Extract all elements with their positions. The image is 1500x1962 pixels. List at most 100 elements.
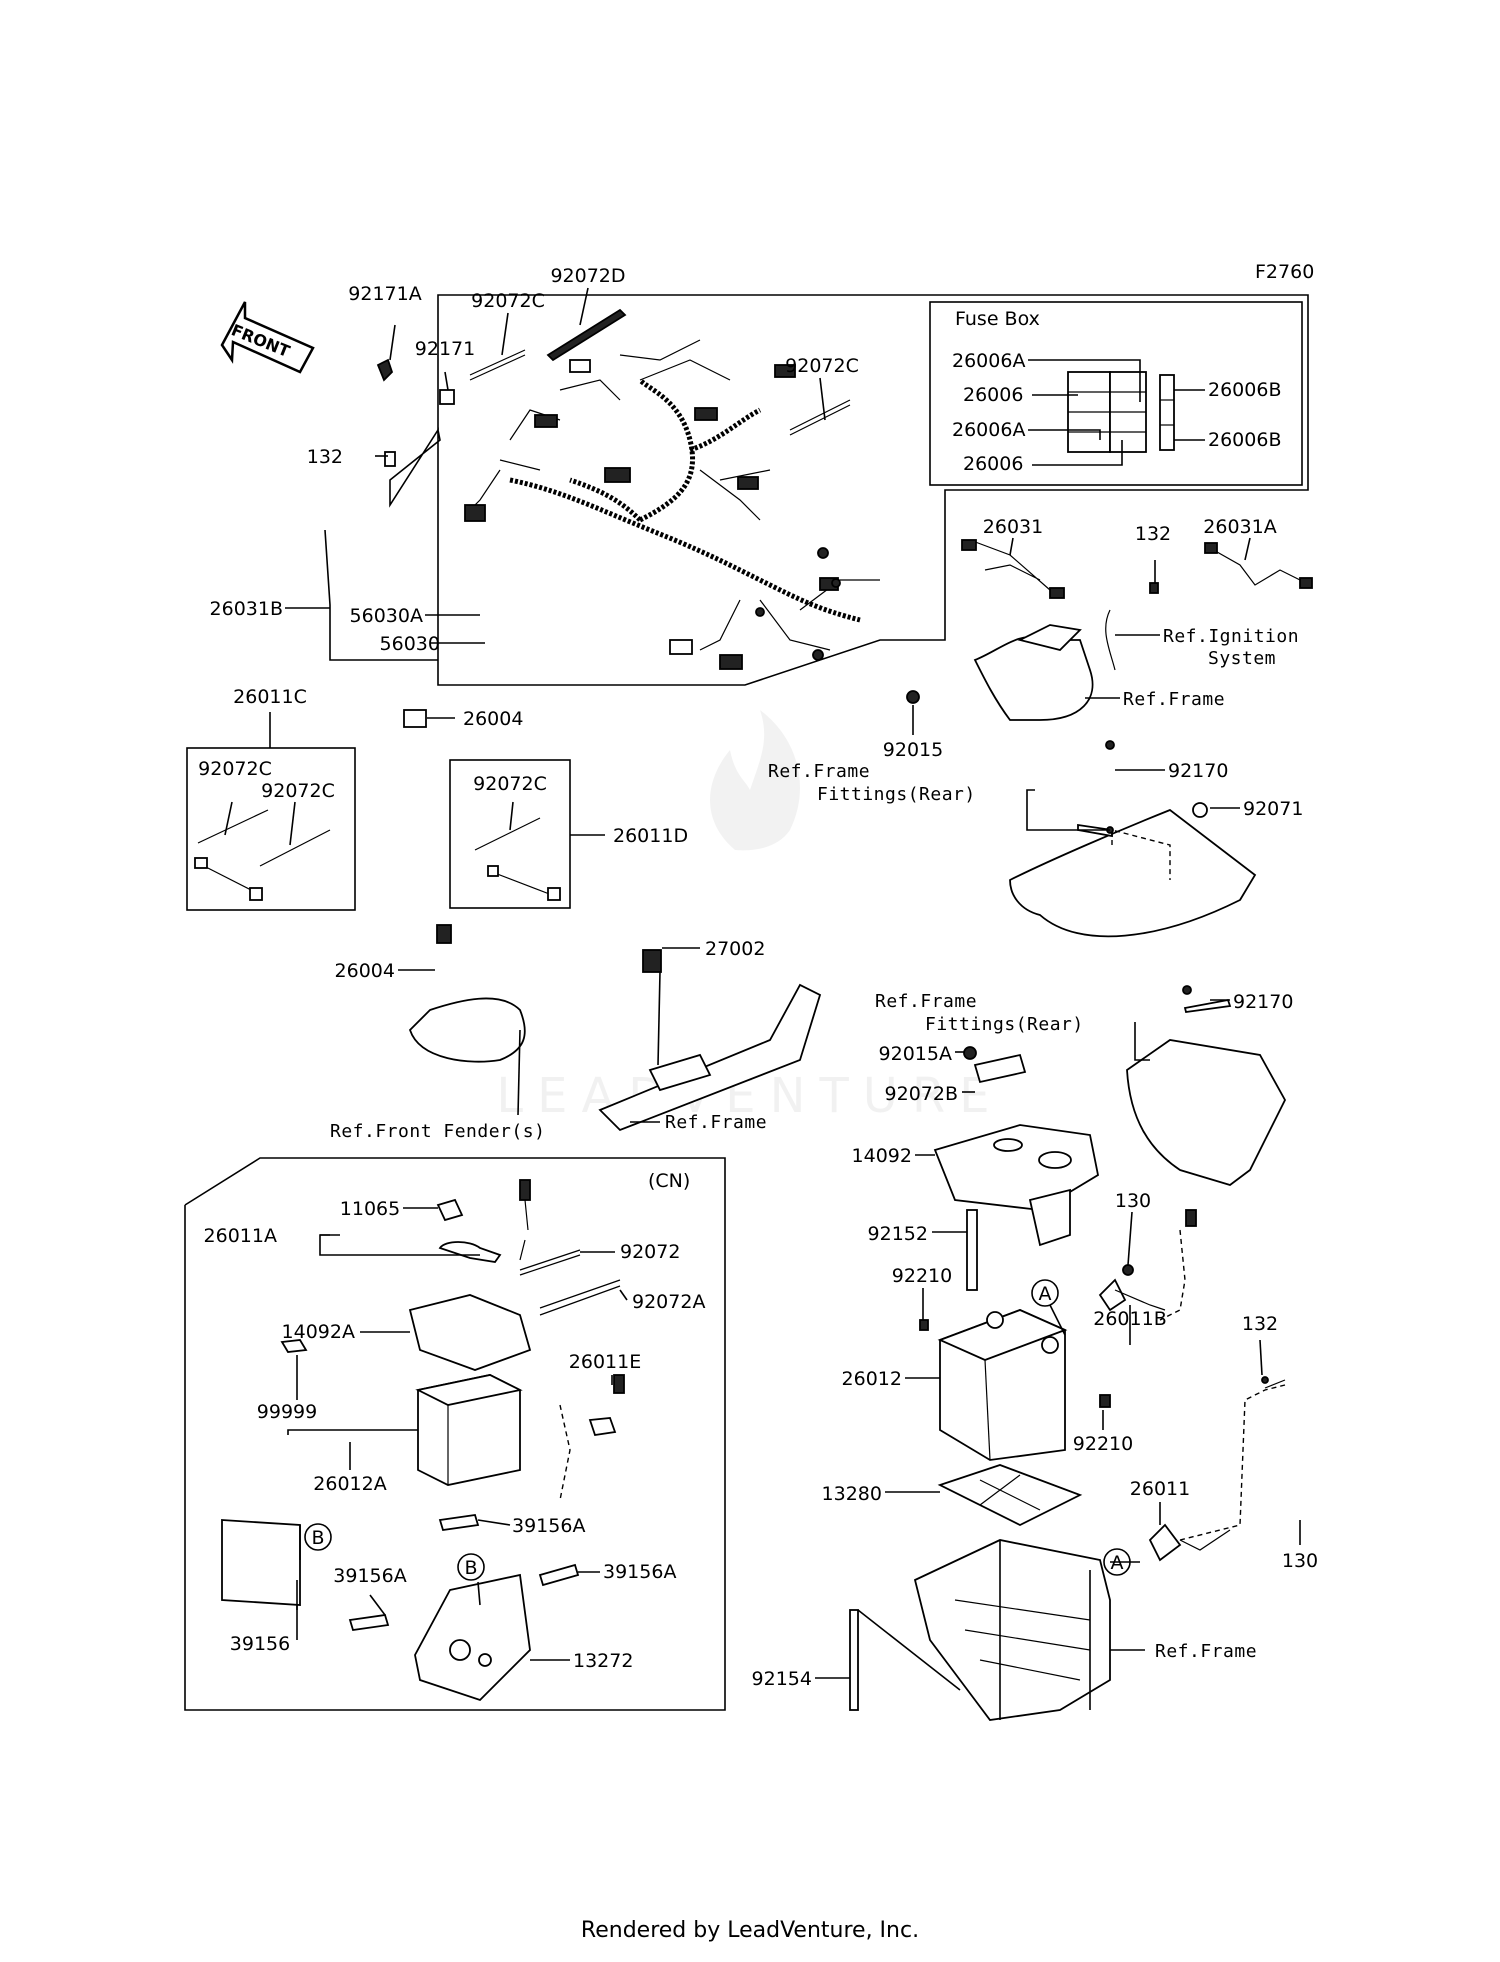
label-132-right: 132 xyxy=(1242,1313,1278,1335)
label-92072c-top: 92072C xyxy=(471,290,545,312)
main-wiring-harness xyxy=(464,339,880,670)
label-26012: 26012 xyxy=(842,1368,902,1390)
ref-ignition-line1: Ref.Ignition xyxy=(1163,626,1299,647)
label-92015: 92015 xyxy=(883,739,943,761)
label-11065: 11065 xyxy=(340,1198,400,1220)
label-92015a: 92015A xyxy=(879,1043,952,1065)
label-26011e: 26011E xyxy=(569,1351,641,1373)
callout-a-bottom-label: A xyxy=(1111,1552,1124,1574)
label-26004-top: 26004 xyxy=(463,708,523,730)
label-26004-mid: 26004 xyxy=(335,960,395,982)
battery-frame-bottom xyxy=(849,1539,1111,1721)
front-fender-part xyxy=(408,924,526,1063)
sub-harnesses-right xyxy=(961,539,1313,599)
callout-a-top-label: A xyxy=(1039,1283,1052,1305)
cn-kit-box: (CN) xyxy=(184,1157,726,1711)
label-92072b: 92072B xyxy=(885,1083,958,1105)
cable-26011 xyxy=(1148,1376,1286,1562)
fuse-label-26006-bottom: 26006 xyxy=(963,453,1023,475)
label-130-a: 130 xyxy=(1115,1190,1151,1212)
fuse-spare-column xyxy=(1159,374,1175,451)
label-92072c-b: 92072C xyxy=(261,780,335,802)
leader-lines xyxy=(224,287,1301,1691)
main-harness-outline xyxy=(389,294,1309,686)
label-132-mid: 132 xyxy=(1135,523,1171,545)
label-26011c: 26011C xyxy=(233,686,307,708)
cable-26011b xyxy=(1098,1209,1197,1321)
label-13272: 13272 xyxy=(573,1650,633,1672)
ref-frame-bottom: Ref.Frame xyxy=(1155,1641,1257,1662)
label-92072a: 92072A xyxy=(632,1291,705,1313)
label-56030: 56030 xyxy=(380,633,440,655)
callout-b-mid xyxy=(457,1553,485,1581)
label-14092a: 14092A xyxy=(282,1321,355,1343)
ref-frame-fittings-1-line1: Ref.Frame xyxy=(768,761,870,782)
fuse-label-26006b-top: 26006B xyxy=(1208,379,1281,401)
label-26031a: 26031A xyxy=(1203,516,1276,538)
label-92171: 92171 xyxy=(415,338,475,360)
ref-frame-top: Ref.Frame xyxy=(1123,689,1225,710)
label-92154: 92154 xyxy=(752,1668,812,1690)
part-92210-b xyxy=(1099,1394,1111,1408)
label-27002: 27002 xyxy=(705,938,765,960)
part-92210-a xyxy=(919,1319,929,1331)
label-26011b: 26011B xyxy=(1093,1308,1166,1330)
label-92210-a: 92210 xyxy=(892,1265,952,1287)
part-27002 xyxy=(642,949,662,973)
part-number-labels: 92171A 92171 92072C 92072D 92072C 132 26… xyxy=(198,265,1318,1690)
label-26031b: 26031B xyxy=(210,598,283,620)
fuse-label-26006a-bottom: 26006A xyxy=(952,419,1025,441)
ref-frame-mid: Ref.Frame xyxy=(665,1112,767,1133)
frame-mid-part xyxy=(598,949,822,1132)
label-56030a: 56030A xyxy=(350,605,423,627)
label-132-left: 132 xyxy=(307,446,343,468)
fuse-label-26006b-bottom: 26006B xyxy=(1208,429,1281,451)
label-92072c-right: 92072C xyxy=(785,355,859,377)
label-92170-b: 92170 xyxy=(1233,991,1293,1013)
callout-markers: A A B B xyxy=(304,1279,1131,1581)
label-13280: 13280 xyxy=(822,1483,882,1505)
part-92015-nut xyxy=(906,690,920,704)
label-92072c-c: 92072C xyxy=(473,773,547,795)
label-26012a: 26012A xyxy=(313,1473,386,1495)
figure-id: F2760 xyxy=(1255,261,1314,283)
part-92152-bolt xyxy=(966,1209,978,1291)
label-130-b: 130 xyxy=(1282,1550,1318,1572)
label-39156a-b: 39156A xyxy=(333,1565,406,1587)
footer-credit: Rendered by LeadVenture, Inc. xyxy=(580,1918,920,1943)
fuse-box-frame xyxy=(929,301,1303,486)
ref-frame-fittings-2-line2: Fittings(Rear) xyxy=(925,1014,1084,1035)
ref-frame-fittings-2-line1: Ref.Frame xyxy=(875,991,977,1012)
label-92152: 92152 xyxy=(868,1223,928,1245)
kit-26011d xyxy=(449,759,571,909)
label-99999: 99999 xyxy=(257,1401,317,1423)
label-92072c-a: 92072C xyxy=(198,758,272,780)
ref-ignition-line2: System xyxy=(1208,648,1276,669)
label-92072: 92072 xyxy=(620,1241,680,1263)
label-14092: 14092 xyxy=(852,1145,912,1167)
label-26011a: 26011A xyxy=(204,1225,277,1247)
kit-26011c xyxy=(186,747,356,911)
battery-26012 xyxy=(919,1309,1111,1461)
reference-labels: Ref.Ignition System Ref.Frame Ref.Frame … xyxy=(330,626,1299,1662)
ref-frame-fittings-1-line2: Fittings(Rear) xyxy=(817,784,976,805)
label-39156: 39156 xyxy=(230,1633,290,1655)
frame-fittings-rear-top xyxy=(1009,740,1257,938)
label-92210-b: 92210 xyxy=(1073,1433,1133,1455)
label-92171a: 92171A xyxy=(348,283,421,305)
part-26004-connector xyxy=(403,709,427,728)
label-92071: 92071 xyxy=(1243,798,1303,820)
label-26031: 26031 xyxy=(983,516,1043,538)
frame-fittings-rear-mid xyxy=(1126,985,1287,1186)
callout-b-left-label: B xyxy=(311,1527,324,1549)
front-arrow-icon: FRONT xyxy=(220,301,315,374)
fuse-box-title: Fuse Box xyxy=(955,308,1040,330)
label-26011d: 26011D xyxy=(613,825,688,847)
callout-b-mid-label: B xyxy=(464,1557,477,1579)
ref-frame-top-part xyxy=(973,609,1116,721)
small-parts-top-left xyxy=(376,308,851,467)
cn-label: (CN) xyxy=(648,1170,690,1192)
ref-front-fender: Ref.Front Fender(s) xyxy=(330,1121,545,1142)
callout-a-top xyxy=(1031,1279,1059,1307)
